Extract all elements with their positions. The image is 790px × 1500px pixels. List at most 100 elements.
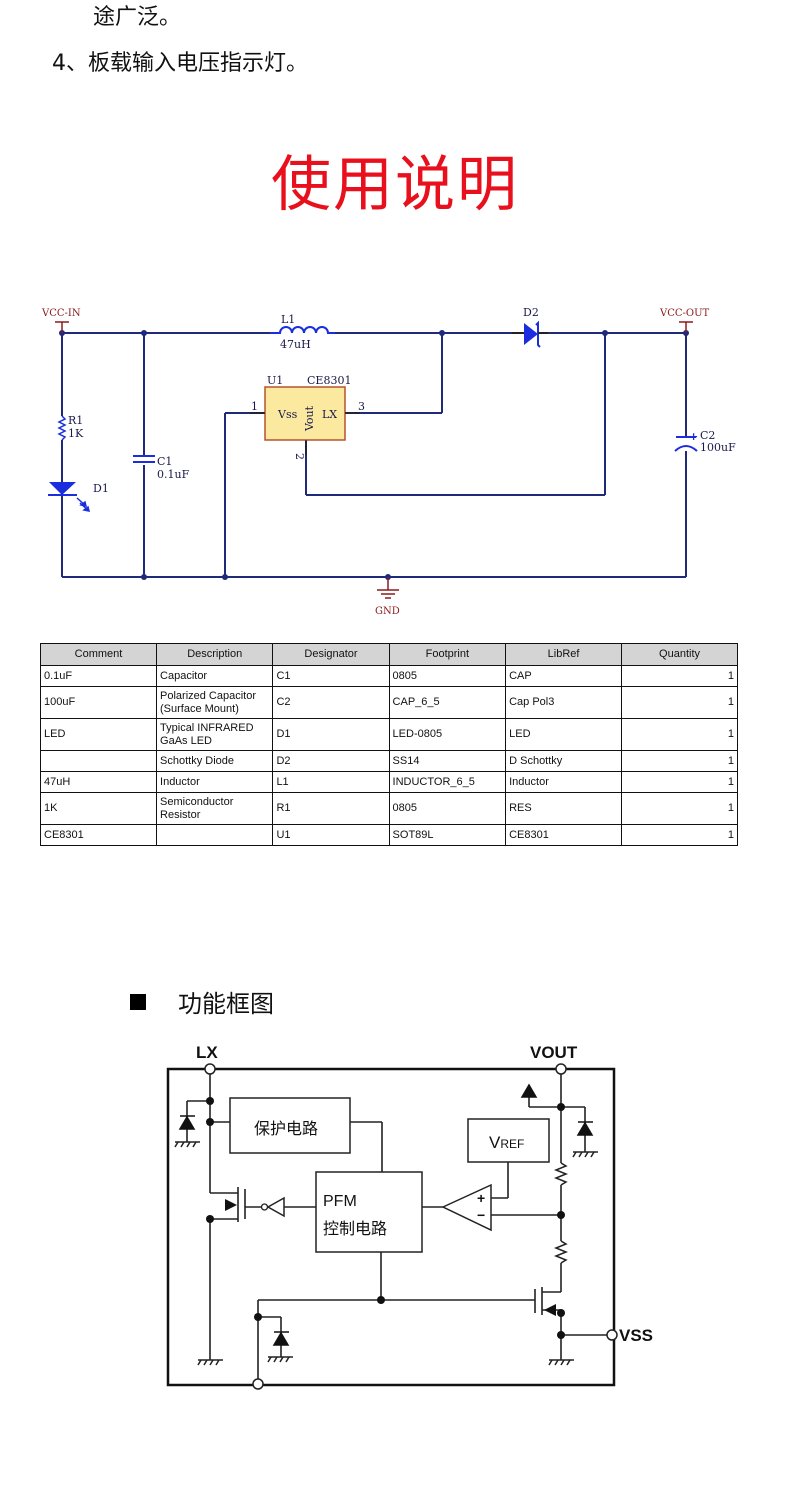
inverter-buffer-icon (260, 1196, 285, 1218)
cell-quantity: 1 (621, 750, 738, 772)
cell-comment (39, 750, 158, 772)
led-d1: D1 (48, 482, 109, 512)
cell-libref: CAP (505, 665, 623, 687)
cell-libref: LED (505, 718, 623, 751)
col-header-comment: Comment (39, 643, 158, 666)
r1-value: 1K (68, 427, 84, 440)
block-diagram-title: 功能框图 (178, 990, 274, 1018)
inductor-l1: L1 47uH (270, 313, 335, 351)
table-row: Schottky Diode D2 SS14 D Schottky 1 (39, 750, 738, 772)
cell-footprint: SS14 (388, 750, 507, 772)
pin-vss-label: VSS (619, 1326, 653, 1345)
cell-libref: Inductor (505, 771, 623, 793)
cell-quantity: 1 (621, 792, 738, 825)
c2-value: 100uF (700, 441, 736, 454)
cell-footprint: CAP_6_5 (388, 686, 507, 719)
cell-comment: LED (39, 718, 158, 751)
block-junction-dots (206, 1097, 565, 1339)
cell-footprint: INDUCTOR_6_5 (388, 771, 507, 793)
cell-description: Inductor (156, 771, 274, 793)
cell-designator: D2 (272, 750, 390, 772)
pin-circles (204, 1063, 618, 1390)
cell-libref: CE8301 (505, 824, 623, 846)
col-header-quantity: Quantity (621, 643, 738, 666)
cell-comment: CE8301 (39, 824, 158, 846)
cell-footprint: LED-0805 (388, 718, 507, 751)
pin-vout-label: VOUT (530, 1043, 578, 1062)
vcc-out-label: VCC-OUT (659, 308, 710, 319)
c2-plus-sign: + (689, 430, 698, 443)
cell-footprint: 0805 (388, 665, 507, 687)
led-light-arrows-icon (76, 497, 91, 512)
cell-footprint: SOT89L (388, 824, 507, 846)
application-schematic: VCC-IN VCC-OUT L1 47uH D2 U1 CE8301 Vss … (41, 306, 736, 617)
ground-symbol: GND (375, 577, 400, 617)
vref-main: V (489, 1133, 501, 1152)
cell-comment: 100uF (39, 686, 158, 719)
pin-3-number: 3 (358, 400, 365, 413)
cell-quantity: 1 (621, 824, 738, 846)
cell-description: Capacitor (156, 665, 274, 687)
l1-value: 47uH (280, 338, 311, 351)
protection-circuit-block: 保护电路 (229, 1097, 351, 1154)
functional-block-diagram: LX VOUT VSS 保护电路 VREF PFM 控制电路 + − (166, 1043, 653, 1390)
cell-libref: RES (505, 792, 623, 825)
c1-ref: C1 (157, 455, 172, 468)
table-row: 0.1uF Capacitor C1 0805 CAP 1 (39, 665, 738, 687)
table-row: 100uF Polarized Capacitor (Surface Mount… (39, 686, 738, 719)
bom-table: Comment Description Designator Footprint… (39, 643, 738, 846)
cell-quantity: 1 (621, 718, 738, 751)
transistor-arrows (225, 1199, 556, 1316)
protection-circuit-label: 保护电路 (254, 1120, 318, 1138)
schematic-wires (61, 332, 687, 578)
col-header-designator: Designator (272, 643, 390, 666)
ground-symbols (174, 1141, 598, 1366)
pfm-label: PFM (323, 1193, 357, 1210)
pin-vout-label: Vout (303, 405, 316, 432)
u1-ref: U1 (267, 374, 283, 387)
pin-vss-label: Vss (277, 408, 298, 421)
opamp-minus: − (477, 1207, 485, 1223)
cell-comment: 1K (39, 792, 158, 825)
intro-line-1: 途广泛。 (93, 5, 182, 30)
c2-ref: C2 (700, 429, 715, 442)
cell-description: Polarized Capacitor (Surface Mount) (156, 686, 274, 719)
c1-value: 0.1uF (157, 468, 190, 481)
l1-ref: L1 (281, 313, 295, 326)
r1-ref: R1 (68, 414, 83, 427)
vcc-in-port: VCC-IN (41, 308, 81, 333)
pin-1-number: 1 (251, 400, 258, 413)
cell-quantity: 1 (621, 665, 738, 687)
d1-ref: D1 (93, 482, 109, 495)
ic-u1-ce8301: U1 CE8301 Vss LX Vout 1 3 2 (250, 374, 365, 460)
cell-libref: Cap Pol3 (505, 686, 623, 719)
cell-libref: D Schottky (505, 750, 623, 772)
error-amplifier: + − (441, 1183, 492, 1232)
col-header-footprint: Footprint (388, 643, 507, 666)
vcc-in-label: VCC-IN (41, 308, 81, 319)
pin-lx-label: LX (196, 1043, 218, 1062)
chip-outline (166, 1067, 616, 1387)
cell-designator: L1 (272, 771, 390, 793)
resistor-r1: R1 1K (57, 414, 84, 441)
cell-designator: R1 (272, 792, 390, 825)
col-header-description: Description (156, 643, 274, 666)
clamp-diodes (178, 1083, 594, 1346)
vref-label: VREF (489, 1133, 524, 1152)
cell-quantity: 1 (621, 686, 738, 719)
intro-line-feature-4: 4、板载输入电压指示灯。 (52, 51, 308, 76)
pin-lx-label: LX (322, 408, 337, 421)
vref-block: VREF (467, 1118, 550, 1163)
cell-designator: C2 (272, 686, 390, 719)
cell-quantity: 1 (621, 771, 738, 793)
col-header-libref: LibRef (505, 643, 623, 666)
cell-comment: 0.1uF (39, 665, 158, 687)
bom-header-row: Comment Description Designator Footprint… (39, 643, 738, 666)
cell-comment: 47uH (39, 771, 158, 793)
table-row: 47uH Inductor L1 INDUCTOR_6_5 Inductor 1 (39, 771, 738, 793)
table-row: CE8301 U1 SOT89L CE8301 1 (39, 824, 738, 846)
vcc-out-port: VCC-OUT (659, 308, 710, 333)
pfm-control-label: 控制电路 (323, 1220, 387, 1238)
table-row: LED Typical INFRARED GaAs LED D1 LED-080… (39, 718, 738, 751)
block-diagram-heading: 功能框图 (130, 984, 274, 1019)
